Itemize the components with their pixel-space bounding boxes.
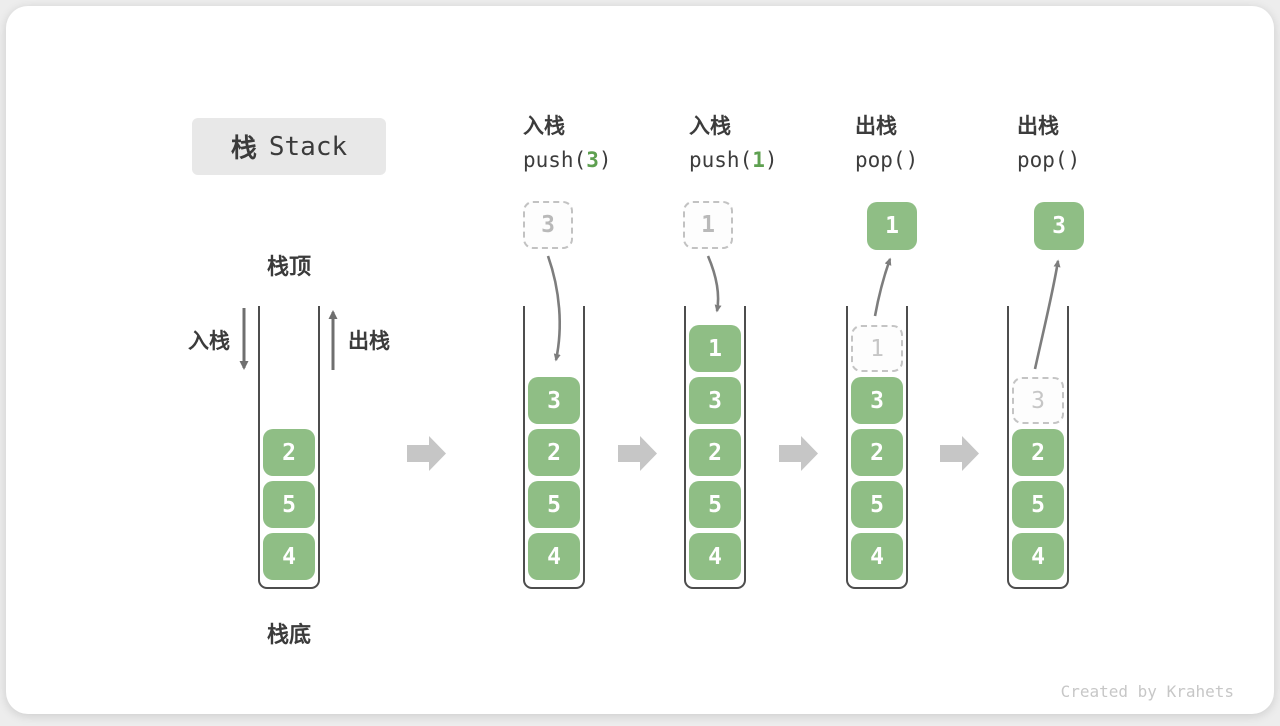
code-pre: push( <box>523 148 587 172</box>
stack-state-after-pop-2: 3 2 5 4 <box>1007 306 1069 589</box>
floating-value-popped-3: 3 <box>1034 202 1084 250</box>
stack-state-initial: 2 5 4 <box>258 306 320 589</box>
transition-arrow-3 <box>779 436 818 471</box>
label-pop-side: 出栈 <box>348 329 390 353</box>
code-pre: pop() <box>1017 148 1081 172</box>
op-code: pop() <box>1017 148 1177 172</box>
stack-item: 5 <box>1012 481 1064 528</box>
push-1-arrow <box>706 255 722 313</box>
stack-item-ghost: 1 <box>851 325 903 372</box>
op-zh: 出栈 <box>855 114 897 138</box>
stack-item: 2 <box>263 429 315 476</box>
op-label-push-1: 入栈 push(1) <box>689 112 849 172</box>
op-code: push(1) <box>689 148 849 172</box>
code-post: ) <box>598 148 612 172</box>
stack-item: 2 <box>851 429 903 476</box>
stack-item: 2 <box>689 429 741 476</box>
op-zh: 出栈 <box>1017 114 1059 138</box>
canvas-card: 栈 Stack 入栈 push(3) 入栈 push(1) 出栈 pop() 出… <box>6 6 1274 714</box>
stack-item: 4 <box>689 533 741 580</box>
op-code: pop() <box>855 148 1015 172</box>
floating-value-popped-1: 1 <box>867 202 917 250</box>
stack-item: 3 <box>689 377 741 424</box>
stack-item: 4 <box>851 533 903 580</box>
label-push-side: 入栈 <box>188 329 230 353</box>
stack-item: 2 <box>1012 429 1064 476</box>
title-en: Stack <box>268 131 348 162</box>
op-label-pop-2: 出栈 pop() <box>1017 112 1177 172</box>
label-stack-bottom: 栈底 <box>266 623 311 648</box>
stack-item: 5 <box>263 481 315 528</box>
transition-arrow-4 <box>940 436 979 471</box>
stack-item: 4 <box>1012 533 1064 580</box>
credit-text: Created by Krahets <box>1060 682 1234 701</box>
stack-state-after-push-1: 1 3 2 5 4 <box>684 306 746 589</box>
transition-arrow-1 <box>407 436 446 471</box>
code-post: ) <box>764 148 778 172</box>
code-pre: push( <box>689 148 753 172</box>
stack-item: 5 <box>851 481 903 528</box>
code-arg: 3 <box>586 148 599 172</box>
code-pre: pop() <box>855 148 919 172</box>
stack-item: 5 <box>689 481 741 528</box>
stack-item-ghost: 3 <box>1012 377 1064 424</box>
stack-item: 3 <box>528 377 580 424</box>
op-zh: 入栈 <box>689 114 731 138</box>
stack-item: 4 <box>528 533 580 580</box>
floating-value-dashed-1: 1 <box>683 201 733 249</box>
op-code: push(3) <box>523 148 683 172</box>
diagram-title: 栈 Stack <box>192 118 386 175</box>
stack-item: 4 <box>263 533 315 580</box>
code-arg: 1 <box>752 148 765 172</box>
label-stack-top: 栈顶 <box>266 255 311 280</box>
stack-item: 5 <box>528 481 580 528</box>
op-label-push-3: 入栈 push(3) <box>523 112 683 172</box>
floating-value-dashed-3: 3 <box>523 201 573 249</box>
title-zh: 栈 <box>230 134 257 164</box>
stack-state-after-push-3: 3 2 5 4 <box>523 306 585 589</box>
stack-item: 3 <box>851 377 903 424</box>
stack-item: 1 <box>689 325 741 372</box>
stack-item: 2 <box>528 429 580 476</box>
op-zh: 入栈 <box>523 114 565 138</box>
stack-state-after-pop-1: 1 3 2 5 4 <box>846 306 908 589</box>
op-label-pop-1: 出栈 pop() <box>855 112 1015 172</box>
transition-arrow-2 <box>618 436 657 471</box>
